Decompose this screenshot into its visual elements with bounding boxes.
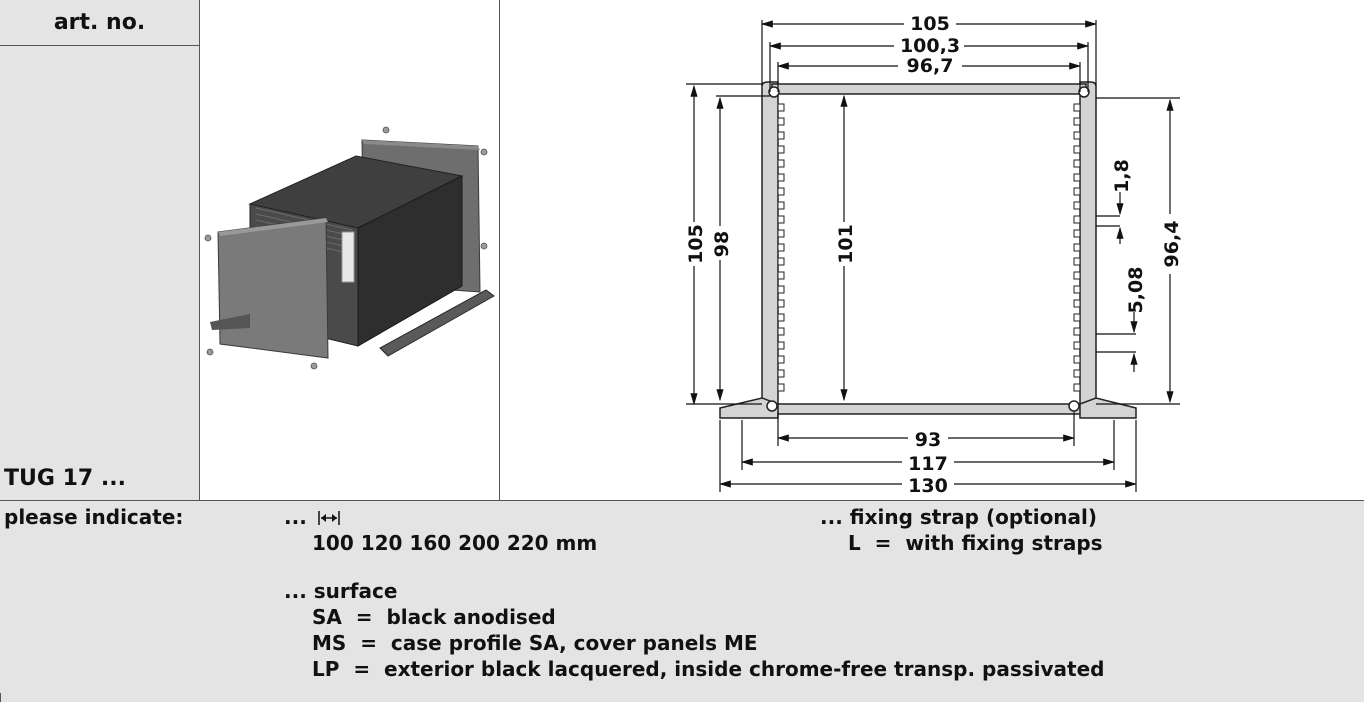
- ordering-info-panel: please indicate: ... 100 120 160 200 220…: [0, 500, 1364, 702]
- fin-notch: [777, 369, 785, 378]
- product-photo-cell: [200, 0, 500, 500]
- fin-notch: [777, 383, 785, 392]
- fin-notch: [1073, 159, 1081, 168]
- dim-base-mid: 117: [908, 453, 948, 475]
- art-no-value-cell: TUG 17 ...: [0, 46, 200, 500]
- surface-option-sa: SA = black anodised: [312, 605, 556, 629]
- fin-notch: [777, 271, 785, 280]
- fin-notch: [777, 145, 785, 154]
- dim-width-mid: 100,3: [900, 35, 960, 57]
- dim-width-inner: 96,7: [907, 55, 954, 77]
- enclosure-front-face: [357, 175, 463, 347]
- enclosure-photo: [204, 126, 495, 370]
- profile-fins: [777, 103, 1081, 392]
- fin-notch: [777, 159, 785, 168]
- fin-notch: [777, 173, 785, 182]
- fin-notch: [1073, 299, 1081, 308]
- right-flange: [1079, 397, 1137, 419]
- fixing-strap-heading: ... fixing strap (optional): [820, 505, 1098, 529]
- surface-option-lp: LP = exterior black lacquered, inside ch…: [312, 657, 1105, 681]
- fin-notch: [1073, 117, 1081, 126]
- dim-base-outer: 130: [908, 475, 948, 497]
- dim-base-inner: 93: [915, 429, 941, 451]
- fin-notch: [777, 215, 785, 224]
- length-options: 100 120 160 200 220 mm: [312, 531, 598, 555]
- profile-left-wall: [761, 81, 779, 405]
- fin-notch: [1073, 369, 1081, 378]
- fin-notch: [777, 355, 785, 364]
- art-no-value: TUG 17 ...: [4, 466, 126, 491]
- please-indicate-label: please indicate:: [4, 505, 184, 529]
- fin-notch: [1073, 201, 1081, 210]
- profile-base-rail: [771, 403, 1087, 415]
- dimension-labels: 105 100,3 96,7 105 98 101 96,4 1,8 5,08 …: [682, 12, 1183, 497]
- bottom-flange: [210, 314, 250, 330]
- fin-notch: [777, 341, 785, 350]
- fin-notch: [1073, 257, 1081, 266]
- art-no-header-cell: art. no.: [0, 0, 200, 46]
- left-flange: [719, 397, 779, 419]
- fin-notch: [777, 327, 785, 336]
- fin-notch: [777, 299, 785, 308]
- fin-notch: [1073, 243, 1081, 252]
- fixing-strap: [379, 289, 495, 357]
- fin-notch: [1073, 173, 1081, 182]
- fin-notch: [777, 187, 785, 196]
- fin-notch: [777, 201, 785, 210]
- fin-notch: [777, 243, 785, 252]
- screws: [204, 126, 488, 370]
- fin-notch: [1073, 327, 1081, 336]
- dim-height-right: 96,4: [1161, 221, 1183, 268]
- front-cover-panel: [217, 217, 329, 359]
- profile-right-wall: [1079, 81, 1097, 405]
- fin-notch: [1073, 313, 1081, 322]
- dim-width-outer: 105: [910, 13, 950, 35]
- connector-strip: [341, 231, 355, 283]
- technical-drawing-cell: 105 100,3 96,7 105 98 101 96,4 1,8 5,08 …: [500, 0, 1364, 500]
- profile-drawing: 105 100,3 96,7 105 98 101 96,4 1,8 5,08 …: [682, 12, 1183, 497]
- fin-notch: [1073, 341, 1081, 350]
- fin-notch: [1073, 383, 1081, 392]
- fin-notch: [777, 313, 785, 322]
- fin-notch: [777, 285, 785, 294]
- length-prefix: ...: [284, 505, 307, 529]
- fin-notch: [1073, 103, 1081, 112]
- fin-notch: [1073, 229, 1081, 238]
- fin-notch: [1073, 145, 1081, 154]
- fin-notch: [777, 117, 785, 126]
- fin-notch: [777, 257, 785, 266]
- dim-fin-thickness: 1,8: [1111, 159, 1133, 193]
- fin-notch: [1073, 215, 1081, 224]
- profile-top-rail: [771, 83, 1087, 95]
- dim-height-outer: 105: [685, 224, 707, 264]
- fin-notch: [777, 103, 785, 112]
- fin-notch: [1073, 187, 1081, 196]
- extruded-profile: [719, 81, 1137, 419]
- surface-heading: ... surface: [284, 579, 398, 603]
- art-no-label: art. no.: [53, 10, 146, 35]
- enclosure-illustration: [204, 126, 495, 370]
- surface-option-ms: MS = case profile SA, cover panels ME: [312, 631, 758, 655]
- fin-notch: [1073, 271, 1081, 280]
- fin-notch: [777, 131, 785, 140]
- dim-fin-pitch: 5,08: [1125, 267, 1147, 314]
- dim-height-mid: 98: [711, 231, 733, 257]
- length-arrow-icon: [318, 511, 340, 525]
- fixing-strap-option: L = with fixing straps: [848, 531, 1103, 555]
- fin-notch: [777, 229, 785, 238]
- dim-height-inner: 101: [835, 224, 857, 264]
- fin-notch: [1073, 131, 1081, 140]
- fin-notch: [1073, 355, 1081, 364]
- fin-notch: [1073, 285, 1081, 294]
